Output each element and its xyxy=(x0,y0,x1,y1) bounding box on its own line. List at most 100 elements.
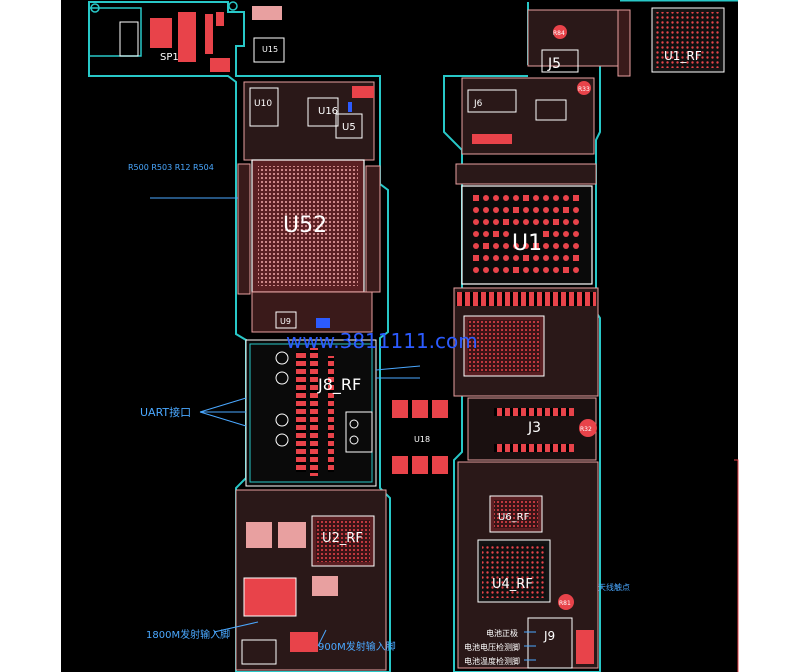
u1-pad xyxy=(563,195,569,201)
u1-pad xyxy=(513,267,519,273)
u1-pad xyxy=(563,267,569,273)
u1-pad xyxy=(473,231,479,237)
u16-label: U16 xyxy=(318,106,338,117)
u1-pad xyxy=(493,267,499,273)
j5-label: J5 xyxy=(547,56,561,72)
u1-pad xyxy=(513,219,519,225)
u1-pad xyxy=(513,195,519,201)
u1-pad xyxy=(553,195,559,201)
u1-pad xyxy=(533,207,539,213)
u1-pad xyxy=(473,219,479,225)
u2-rf-label: U2_RF xyxy=(322,531,363,546)
u1-pad xyxy=(473,243,479,249)
u1-pad xyxy=(523,219,529,225)
u1-pad xyxy=(533,243,539,249)
u5-label: U5 xyxy=(342,122,356,133)
schematic-background xyxy=(61,0,738,672)
u1-pad xyxy=(473,207,479,213)
u1-pad xyxy=(503,195,509,201)
u1-pad xyxy=(473,195,479,201)
u1-pad xyxy=(573,267,579,273)
r33-label: R33 xyxy=(578,86,590,93)
u1-pad xyxy=(553,231,559,237)
u1-pad xyxy=(533,255,539,261)
u1-pad xyxy=(543,267,549,273)
u1-pad xyxy=(523,243,529,249)
u1-rf-label: U1_RF xyxy=(664,49,702,63)
antenna-1800m-annotation: 1800M发射输入脚 xyxy=(146,628,230,641)
u1-pad xyxy=(503,207,509,213)
battery-positive-note: 电池正极 xyxy=(486,628,518,638)
u1-pad xyxy=(503,255,509,261)
u1-pad xyxy=(483,267,489,273)
r32-label: R32 xyxy=(580,426,592,433)
antenna-contact-note: 天线触点 xyxy=(598,582,630,592)
u1-pad xyxy=(503,267,509,273)
u1-pad xyxy=(533,219,539,225)
battery-voltage-note: 电池电压检测脚 xyxy=(464,642,520,652)
u4-rf-label: U4_RF xyxy=(492,577,533,592)
u1-pad xyxy=(543,255,549,261)
u1-label: U1 xyxy=(512,231,542,256)
antenna-900m-annotation: 900M发射输入脚 xyxy=(318,640,396,653)
u1-pad xyxy=(563,243,569,249)
u1-pad xyxy=(533,267,539,273)
u1-pad xyxy=(573,255,579,261)
u1-pad xyxy=(523,207,529,213)
left-board-section xyxy=(88,1,391,672)
r81-label: R81 xyxy=(559,600,571,607)
u6-rf-label: U6_RF xyxy=(498,512,530,523)
u1-pad xyxy=(553,267,559,273)
u1-pad xyxy=(573,219,579,225)
j6-label: J6 xyxy=(473,99,483,109)
u1-pad xyxy=(543,207,549,213)
u1-pad xyxy=(493,255,499,261)
u1-pad xyxy=(503,231,509,237)
u9-label: U9 xyxy=(280,317,291,326)
u1-pad xyxy=(513,243,519,249)
u1-pad xyxy=(573,207,579,213)
u1-pad xyxy=(473,267,479,273)
u1-pad xyxy=(483,207,489,213)
right-board-section xyxy=(443,2,725,672)
u1-pad xyxy=(553,255,559,261)
u1-pad xyxy=(493,231,499,237)
u1-pad xyxy=(503,243,509,249)
u1-pad xyxy=(473,255,479,261)
u1-pad xyxy=(573,231,579,237)
u1-pad xyxy=(553,207,559,213)
u1-pad xyxy=(513,255,519,261)
j9-label: J9 xyxy=(543,629,555,643)
r84-label: R84 xyxy=(553,30,565,37)
j8-pad-column xyxy=(296,348,334,476)
u1-pad xyxy=(503,219,509,225)
u1-pad xyxy=(483,195,489,201)
j8-rf-label: J8_RF xyxy=(317,375,361,395)
battery-temp-note: 电池温度检测脚 xyxy=(464,656,520,666)
u1-pad xyxy=(543,243,549,249)
u1-pad xyxy=(483,231,489,237)
uart-annotation: UART接口 xyxy=(140,406,191,419)
u15-label: U15 xyxy=(262,45,278,54)
u1-pad xyxy=(563,219,569,225)
u1-pad xyxy=(553,219,559,225)
u1-pad xyxy=(513,207,519,213)
u1-pad xyxy=(563,231,569,237)
annotation-leaders xyxy=(150,197,536,661)
u1-pad xyxy=(573,195,579,201)
u1-pad xyxy=(543,231,549,237)
u18-label: U18 xyxy=(414,435,430,444)
j3-label: J3 xyxy=(527,420,541,436)
u1-pad xyxy=(563,207,569,213)
u1-pad xyxy=(553,243,559,249)
u1-pad xyxy=(493,207,499,213)
u1-pad xyxy=(523,267,529,273)
u1-pad xyxy=(493,243,499,249)
sp1-label: SP1 xyxy=(160,52,179,63)
u1-pad xyxy=(543,195,549,201)
u1-pad xyxy=(563,255,569,261)
u1-pad-grid xyxy=(473,195,579,273)
u1-pad xyxy=(483,243,489,249)
u1-pad xyxy=(543,219,549,225)
